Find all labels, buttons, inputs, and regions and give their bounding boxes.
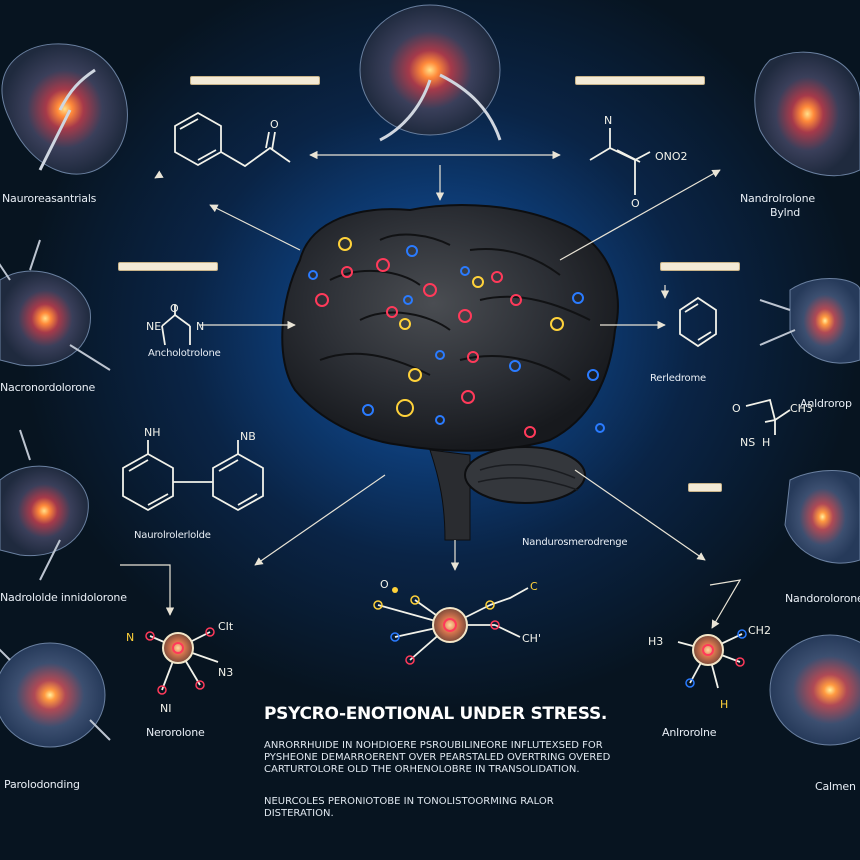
atom-ni: NI [160,702,171,715]
molecule-biphenyl: NH NB [122,426,264,512]
label-neuron-top-right-2: Bylnd [770,206,801,219]
label-molecule-right-small: Rerledrome [650,373,706,384]
neuron-bottom-left [0,642,111,748]
atom-cit: CIt [218,620,234,633]
caption-bar [118,262,218,271]
caption-bar [575,76,705,85]
neuron-lower-left [0,429,89,581]
atom-o-top: O [270,118,279,131]
label-neuron-bottom-right: Calmen [815,780,856,793]
label-neuron-top-right: Nandrolrolone [740,192,815,205]
atom-o3: O [380,578,389,591]
caption-bar [190,76,320,85]
neuron-top-left [1,43,128,175]
molecule-top-left: O [174,111,291,168]
label-cerebellum: Nandurosmerodrenge [522,537,628,548]
atom-ono2: ONO2 [655,150,688,163]
label-neuron-top-left: Nauroreasantrials [2,192,97,205]
atom-o2: O [732,402,741,415]
label-molecule-far-right: Anldrorop [800,397,852,410]
atom-nb: NB [240,430,256,443]
caption-bar [688,483,722,492]
atom-h2: H [720,698,728,711]
label-molecule-bottom-left: Nerorolone [146,726,205,739]
diagram-title: PSYCRO-ENOTIONAL UNDER STRESS. [264,704,608,724]
atom-nh: NH [144,426,161,439]
label-neuron-bottom-left: Parolodonding [4,778,80,791]
molecule-top-right: N ONO2 O [589,114,688,210]
paragraph-line-1: ANRORRHUIDE IN NOHDIOERE PSROUBILINEORE … [264,740,603,751]
atom-c: C [530,580,538,593]
node-bottom-right: H3 CH2 H [648,624,771,711]
connector-arrows [120,150,742,629]
neuron-right-mid [759,277,860,364]
molecule-left-small: NE O N [146,302,204,346]
brain [281,204,619,541]
atom-ch3: CH3 [790,402,813,415]
paragraph-line-2: PYSHEONE DEMARROERENT OVER PEARSTALED OV… [264,752,611,763]
footnote: NEURCOLES PERONIOTOBE IN TONOLISTOORMING… [264,796,554,819]
node-bottom-left: N CIt NI N3 [126,620,234,715]
atom-o-small: O [170,302,179,315]
atom-ch2: CH2 [748,624,771,637]
label-neuron-lower-left: Nadrololde innidolorone [0,591,127,604]
label-molecule-left-small: Ancholotrolone [148,348,221,359]
atom-o-bottom: O [631,197,640,210]
neuron-right-lower [784,470,860,564]
atom-h: H [762,436,770,449]
atom-h3: H3 [648,635,663,648]
neuron-top-center [359,4,502,142]
label-molecule-biphenyl: Naurolrolerlolde [134,530,211,541]
neuron-top-right [754,51,860,177]
label-neuron-mid-left: Nacronordolorone [0,381,96,394]
atom-ch-prime: CH' [522,632,541,645]
neuron-mid-left [0,239,111,371]
label-neuron-right-mid: Nandorolorone [785,592,860,605]
molecule-far-right: O CH3 NS H [732,398,813,449]
atom-n2: N [126,631,134,644]
neuron-bottom-right [769,634,860,746]
molecule-right-phenyl [679,296,717,348]
atom-n-top: N [604,114,612,127]
atom-n3: N3 [218,666,233,679]
atom-n-small: N [196,320,204,333]
paragraph-line-3: CARTURTOLORE OLD THE ORHENOLOBRE IN TRAN… [264,764,580,775]
label-molecule-bottom-right: Anlrorolne [662,726,717,739]
atom-ns: NS [740,436,755,449]
caption-bar [660,262,740,271]
node-bottom-center: O C CH' [373,578,541,665]
atom-ne: NE [146,320,161,333]
